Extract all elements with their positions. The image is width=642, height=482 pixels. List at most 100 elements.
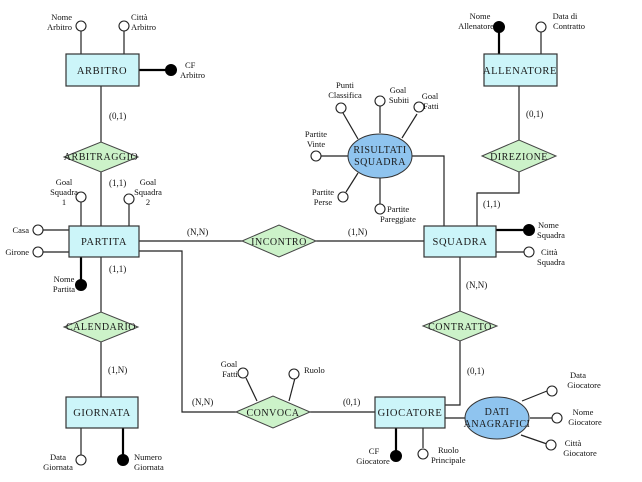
attribute-circle-icon [417,448,429,460]
attribute-ruolo-principale[interactable]: Ruolo Principale [417,445,466,465]
attribute-nome-giocatore[interactable]: Nome Giocatore [551,407,602,427]
entity-squadra[interactable]: SQUADRA [423,225,497,258]
composite-label-line2: ANAGRAFICI [464,419,531,430]
relationship-arbitraggio[interactable]: ARBITRAGGIO [62,141,140,173]
attribute-label: Girone [5,247,29,257]
attribute-circle-icon [523,246,535,258]
cardinality-arbitro-arbitraggio: (0,1) [109,111,126,121]
stem-citta-giocatore [520,434,548,445]
relationship-label: INCONTRO [251,237,307,248]
attribute-cf-giocatore[interactable]: CF Giocatore [356,446,402,466]
attribute-label: Pareggiate [380,214,416,224]
attribute-stems [43,28,552,456]
attribute-data-contratto[interactable]: Data di Contratto [535,11,585,33]
attribute-cf-arbitro[interactable]: CF Arbitro [165,60,206,80]
attribute-nome-partita[interactable]: Nome Partita [53,274,87,294]
attribute-circle-icon [335,102,347,114]
attribute-circle-icon [123,193,135,205]
attribute-citta-giocatore[interactable]: Città Giocatore [545,438,597,458]
attribute-label: Allenatore [458,21,494,31]
attribute-label: Casa [12,225,29,235]
attribute-numero-giornata[interactable]: Numero Giornata [117,452,164,472]
attribute-goal-fatti-convoca[interactable]: Goal Fatti [221,359,249,379]
entity-partita[interactable]: PARTITA [68,225,140,258]
attribute-label: Città [565,438,582,448]
key-circle-icon [117,454,129,466]
composite-dati-anagrafici[interactable]: DATI ANAGRAFICI [464,396,531,440]
cardinality-squadra-incontro: (1,N) [348,227,367,237]
attribute-goal-subiti[interactable]: Goal Subiti [374,85,410,107]
attribute-label: Giornata [43,462,73,472]
attribute-goal-fatti-squadra[interactable]: Goal Fatti [413,91,439,113]
attribute-citta-arbitro[interactable]: Città Arbitro [118,12,156,32]
attribute-label: Giocatore [567,380,601,390]
relationship-label: CONVOCA [247,408,300,419]
cardinality-partita-incontro: (N,N) [187,227,208,237]
stem-partite-perse [345,172,359,193]
composite-risultati-squadra[interactable]: RISULTATI SQUADRA [347,133,413,179]
attribute-casa[interactable]: Casa [12,224,44,236]
attribute-label: Fatti [222,369,238,379]
attribute-girone[interactable]: Girone [5,246,44,258]
cardinality-giornata-calendario: (1,N) [108,365,127,375]
attribute-label: Data [570,370,586,380]
attribute-goal-squadra-1[interactable]: Goal Squadra 1 [50,177,87,207]
attribute-label: CF [369,446,380,456]
attribute-circle-icon [545,439,557,451]
line-contratto-giocatore [445,341,461,406]
attribute-label: Giocatore [568,417,602,427]
attribute-label: Nome [51,12,72,22]
cardinality-giocatore-convoca: (0,1) [343,397,360,407]
entity-label: GIOCATORE [378,408,443,419]
relationship-label: CALENDARIO [66,322,136,333]
entity-giornata[interactable]: GIORNATA [65,396,139,429]
attribute-data-giornata[interactable]: Data Giornata [43,452,87,472]
attribute-label: Arbitro [47,22,72,32]
relationship-label: CONTRATTO [428,322,492,333]
entity-arbitro[interactable]: ARBITRO [65,53,140,87]
relationship-calendario[interactable]: CALENDARIO [62,311,140,343]
attribute-nome-squadra[interactable]: Nome Squadra [523,220,566,240]
attribute-circle-icon [288,368,300,380]
attribute-label: Nome [54,274,75,284]
attribute-label: Giocatore [356,456,390,466]
attribute-nome-arbitro[interactable]: Nome Arbitro [47,12,87,32]
attribute-label: 2 [146,197,150,207]
attribute-label: Nome [538,220,559,230]
composite-label-line2: SQUADRA [354,157,406,168]
stem-goal-fatti-conv [245,377,258,402]
attribute-label: Principale [431,455,466,465]
entity-label: SQUADRA [433,237,488,248]
relationship-contratto[interactable]: CONTRATTO [421,310,499,342]
relationship-incontro[interactable]: INCONTRO [240,224,318,258]
attribute-label: Partite [305,129,327,139]
attribute-partite-vinte[interactable]: Partite Vinte [305,129,327,162]
cardinality-giocatore-contratto: (0,1) [467,366,484,376]
entity-label: PARTITA [81,237,127,248]
line-risultati-squadra [412,155,445,226]
attribute-circle-icon [413,101,425,113]
composite-label-line1: DATI [485,407,510,418]
entity-giocatore[interactable]: GIOCATORE [374,396,446,429]
attribute-label: Data [50,452,66,462]
attribute-punti-classifica[interactable]: Punti Classifica [328,80,362,114]
attribute-label: Data di [553,11,578,21]
stem-goal-fatti-sq [401,113,418,139]
attribute-nome-allenatore[interactable]: Nome Allenatore [458,11,505,33]
key-circle-icon [75,279,87,291]
attribute-ruolo[interactable]: Ruolo [288,365,325,380]
attribute-partite-perse[interactable]: Partite Perse [312,187,349,207]
entity-allenatore[interactable]: ALLENATORE [483,53,558,87]
attribute-label: Giocatore [563,448,597,458]
attribute-goal-squadra-2[interactable]: Goal Squadra 2 [123,177,162,207]
attribute-partite-pareggiate[interactable]: Partite Pareggiate [374,203,416,224]
attribute-label: Goal [390,85,407,95]
relationship-direzione[interactable]: DIREZIONE [480,139,558,173]
attribute-citta-squadra[interactable]: Città Squadra [523,246,565,267]
attribute-label: Squadra [134,187,162,197]
attribute-data-giocatore[interactable]: Data Giocatore [546,370,601,397]
attribute-label: Perse [314,197,333,207]
attribute-circle-icon [374,203,386,215]
relationship-convoca[interactable]: CONVOCA [234,395,312,429]
